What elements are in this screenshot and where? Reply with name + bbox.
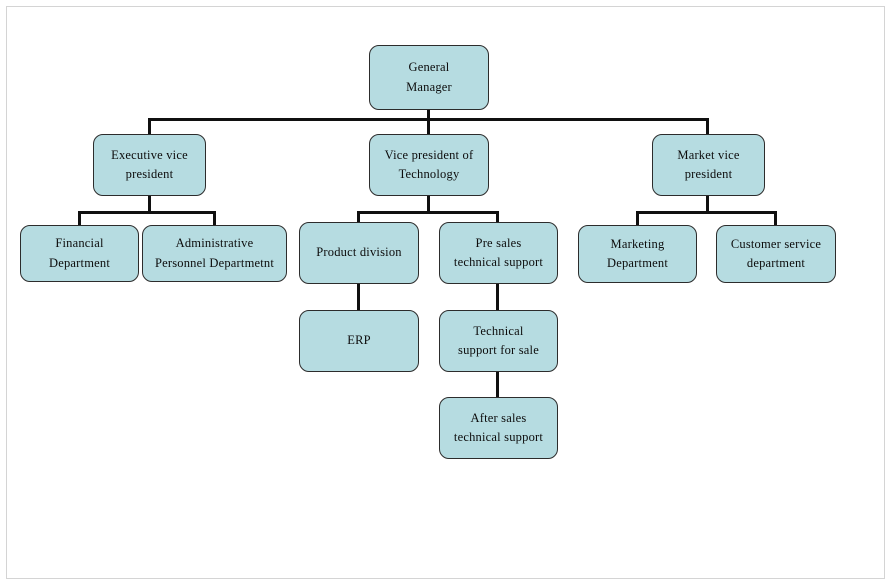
connector-gm-to-market-vp [706,118,709,135]
connector-market-vp-stem [706,196,709,213]
node-executive-vice-president[interactable]: Executive vice president [93,134,206,196]
connector-vp-technology-bus [357,211,498,214]
node-label: Vice president of Technology [384,147,474,181]
node-market-vice-president[interactable]: Market vice president [652,134,765,196]
node-marketing-department[interactable]: Marketing Department [578,225,697,283]
node-general-manager[interactable]: General Manager [369,45,489,110]
node-label: Customer service department [730,236,822,270]
node-label: Administrative Personnel Departmetnt [154,236,275,270]
connector-pre-sales-to-technical-support [496,284,499,311]
node-label: Product division [316,245,402,260]
connector-vp-technology-to-pre-sales [496,211,499,223]
connector-product-division-to-erp [357,284,360,311]
node-technical-support-for-sale[interactable]: Technical support for sale [439,310,558,372]
node-label: Pre sales technical support [453,235,544,269]
node-label: Executive vice president [111,147,188,181]
node-label: Marketing Department [606,236,668,270]
connector-technical-support-to-after-sales [496,372,499,398]
node-label: After sales technical support [453,410,544,444]
connector-gm-stem [427,110,430,121]
connector-executive-vp-stem [148,196,151,213]
node-customer-service-department[interactable]: Customer service department [716,225,836,283]
node-product-division[interactable]: Product division [299,222,419,284]
connector-vp-technology-stem [427,196,430,213]
connector-executive-vp-to-financial [78,211,81,226]
connector-market-vp-bus [636,211,776,214]
node-financial-department[interactable]: Financial Department [20,225,139,282]
node-administrative-personnel-department[interactable]: Administrative Personnel Departmetnt [142,225,287,282]
connector-market-vp-to-marketing [636,211,639,226]
node-label: ERP [347,333,371,348]
connector-vp-technology-to-product-division [357,211,360,223]
connector-executive-vp-to-admin-personnel [213,211,216,226]
node-erp[interactable]: ERP [299,310,419,372]
node-pre-sales-technical-support[interactable]: Pre sales technical support [439,222,558,284]
connector-gm-to-vp-technology [427,118,430,135]
node-label: Market vice president [677,147,740,181]
connector-executive-vp-bus [78,211,216,214]
node-after-sales-technical-support[interactable]: After sales technical support [439,397,558,459]
node-label: Financial Department [48,236,110,270]
connector-market-vp-to-customer-service [774,211,777,226]
connector-gm-to-executive-vp [148,118,151,135]
node-label: General Manager [406,60,452,94]
node-vice-president-of-technology[interactable]: Vice president of Technology [369,134,489,196]
node-label: Technical support for sale [458,323,539,357]
